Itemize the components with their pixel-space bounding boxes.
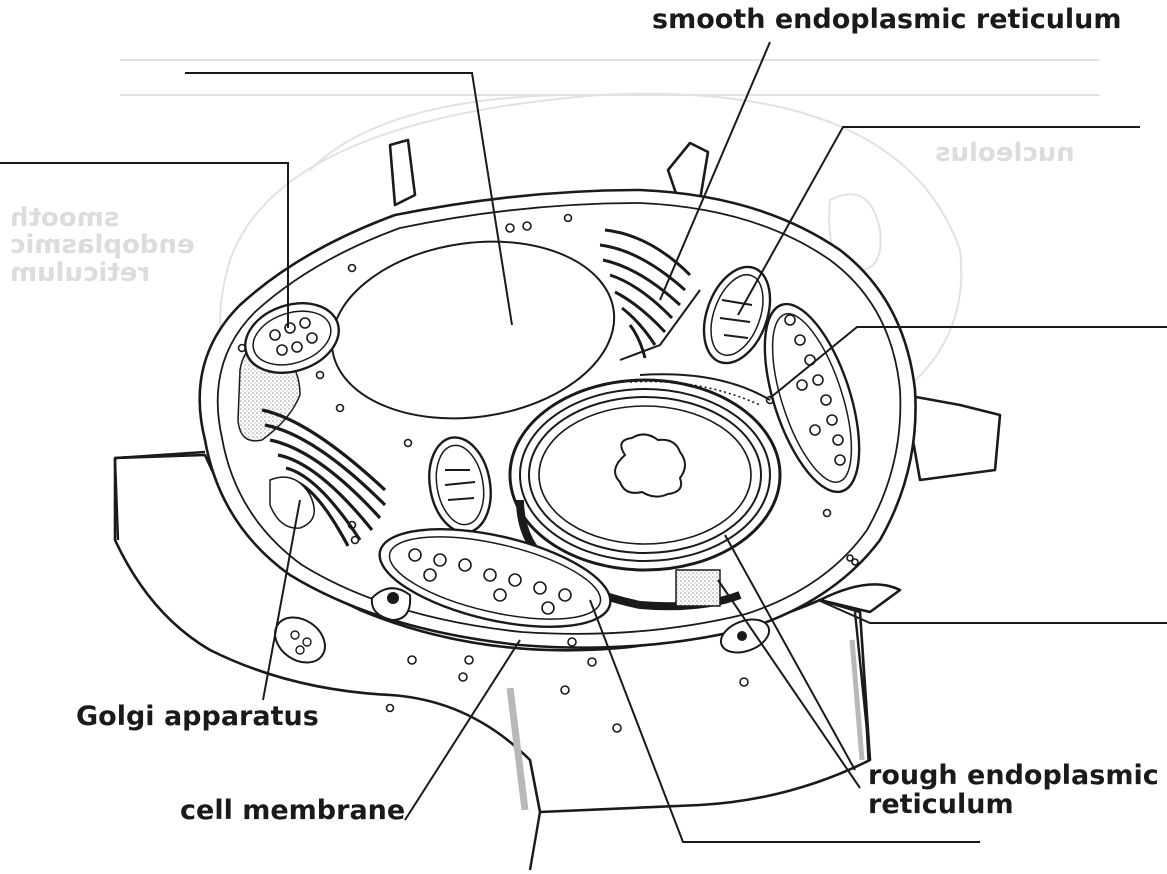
- label-smooth-er: smooth endoplasmic reticulum: [652, 6, 1122, 33]
- label-rough-er-line1: rough endoplasmic: [868, 762, 1159, 789]
- label-rough-er-line2: reticulum: [868, 791, 1159, 818]
- nucleolus: [615, 434, 685, 496]
- centriole-dot: [387, 592, 399, 604]
- centrosome-block: [676, 570, 720, 606]
- label-golgi-apparatus: Golgi apparatus: [76, 703, 319, 730]
- label-rough-er: rough endoplasmic reticulum: [868, 762, 1159, 818]
- label-cell-membrane: cell membrane: [180, 797, 405, 824]
